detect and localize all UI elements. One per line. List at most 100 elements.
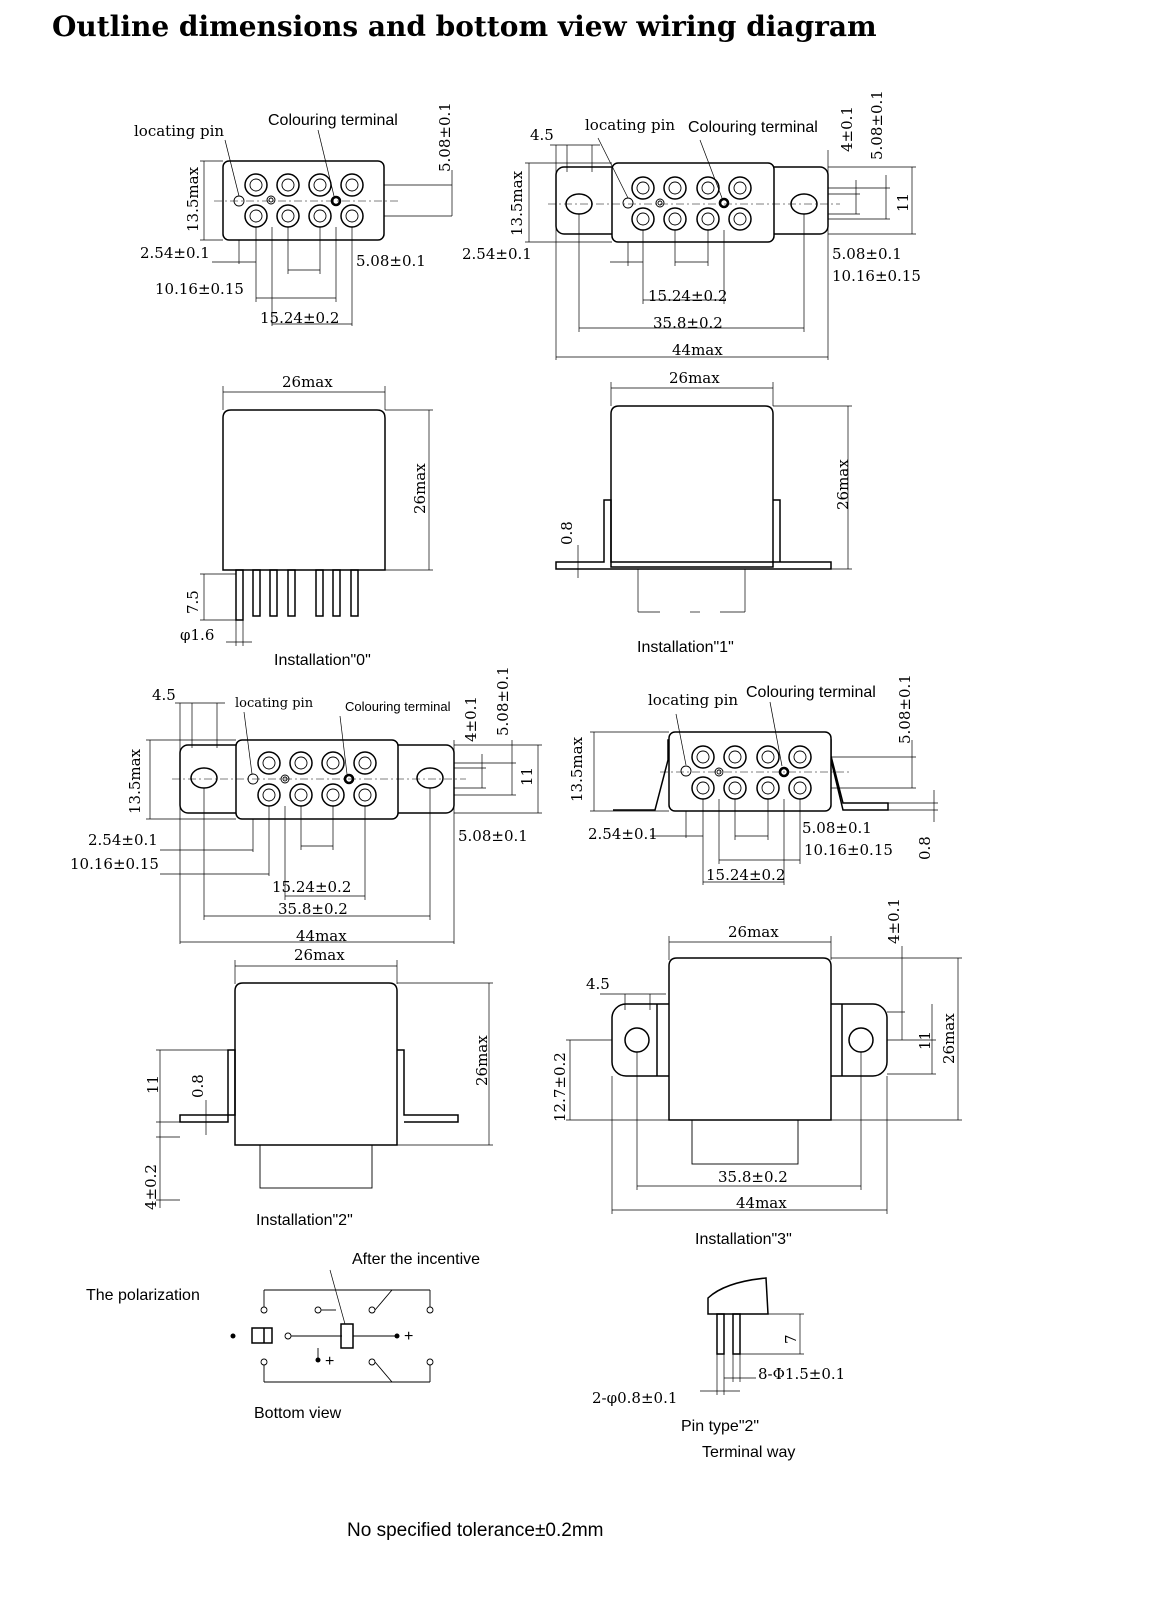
dimension-label: φ1.6	[180, 626, 214, 644]
bottom-view-installation-2	[146, 702, 542, 944]
base-outline	[611, 162, 775, 243]
dimension-label: 15.24±0.2	[272, 878, 351, 896]
dimension-label: 26max	[473, 1035, 491, 1086]
mounting-bracket	[179, 1049, 459, 1123]
dimension-label: 2.54±0.1	[140, 244, 210, 262]
dimension-label: 15.24±0.2	[260, 309, 339, 327]
pins	[235, 569, 359, 621]
dimension-label: 5.08±0.1	[436, 102, 454, 172]
dimension-label: 11	[916, 1031, 934, 1050]
label-polarization: The polarization	[86, 1287, 200, 1304]
dimension-label: 10.16±0.15	[155, 280, 244, 298]
label-colouring-terminal: Colouring terminal	[345, 699, 451, 714]
tolerance-note: No specified tolerance±0.2mm	[347, 1520, 604, 1541]
label-locating-pin: locating pin	[235, 696, 314, 711]
locating-pin	[680, 765, 692, 777]
dimension-label: 2.54±0.1	[588, 825, 658, 843]
dimension-label: 4±0.1	[838, 106, 856, 152]
dimension-label: 5.08±0.1	[356, 252, 426, 270]
dimension-label: 0.8	[558, 521, 576, 545]
base-outline	[668, 731, 832, 812]
terminal-pins	[244, 173, 364, 228]
label-installation-0: Installation"0"	[274, 652, 371, 669]
relay-body	[610, 405, 774, 568]
armature	[340, 1323, 354, 1349]
dimension-label: 26max	[834, 459, 852, 510]
page-title: Outline dimensions and bottom view wirin…	[52, 10, 877, 43]
side-view-installation-1	[555, 382, 852, 613]
dimension-label: 5.08±0.1	[458, 827, 528, 845]
dimension-label: 35.8±0.2	[278, 900, 348, 918]
bottom-view-installation-3	[590, 701, 938, 885]
label-installation-3: Installation"3"	[695, 1231, 792, 1248]
dimension-label: 2.54±0.1	[462, 245, 532, 263]
dimension-label: 4.5	[586, 975, 610, 993]
label-locating-pin: locating pin	[585, 116, 675, 134]
dimension-label: 4.5	[152, 686, 176, 704]
label-installation-2: Installation"2"	[256, 1212, 353, 1229]
label-installation-1: Installation"1"	[637, 639, 734, 656]
labels: locating pin Colouring terminal locating…	[70, 90, 958, 1541]
dimension-label: 26max	[669, 369, 720, 387]
relay-body	[668, 957, 832, 1121]
dimension-label: 13.5max	[126, 748, 144, 814]
dimension-label: 26max	[728, 923, 779, 941]
label-locating-pin: locating pin	[134, 122, 224, 140]
dimension-label: 4±0.1	[885, 898, 903, 944]
label-locating-pin: locating pin	[648, 691, 738, 709]
dimension-label: 5.08±0.1	[832, 245, 902, 263]
side-view-installation-2	[156, 960, 493, 1208]
colouring-terminal	[718, 197, 730, 209]
dimension-label: 26max	[294, 946, 345, 964]
dimension-label: 4±0.1	[462, 696, 480, 742]
base-outline	[235, 739, 399, 820]
dimension-label: 7	[782, 1334, 800, 1344]
dimension-label: 44max	[296, 927, 347, 945]
bottom-view-installation-1	[525, 137, 916, 360]
bottom-view-installation-0	[200, 129, 453, 326]
dimension-label: 7.5	[184, 590, 202, 614]
dimension-label: 5.08±0.1	[494, 666, 512, 736]
label-pin-type: Pin type"2"	[681, 1418, 759, 1435]
dimension-label: 15.24±0.2	[706, 866, 785, 884]
wiring-diagram	[230, 1269, 434, 1383]
dimension-label: 5.08±0.1	[896, 674, 914, 744]
mounting-bracket	[555, 499, 832, 570]
dimension-label: 13.5max	[508, 170, 526, 236]
pin-block	[691, 1119, 799, 1165]
pin-block	[259, 1144, 373, 1189]
relay-body	[234, 982, 398, 1146]
top-view-installation-3	[566, 936, 962, 1214]
dimension-label: 10.16±0.15	[70, 855, 159, 873]
pin-header	[707, 1277, 769, 1315]
dimension-label: 26max	[282, 373, 333, 391]
label-colouring-terminal: Colouring terminal	[746, 684, 876, 701]
dimension-label: 35.8±0.2	[718, 1168, 788, 1186]
dimension-label: 13.5max	[568, 736, 586, 802]
relay-body	[222, 409, 386, 571]
label-terminal-way: Terminal way	[702, 1444, 795, 1461]
label-after-incentive: After the incentive	[352, 1251, 480, 1268]
dimension-label: 35.8±0.2	[653, 314, 723, 332]
side-view-installation-0	[200, 386, 433, 646]
dimension-label: 0.8	[916, 836, 934, 860]
dimension-label: 10.16±0.15	[832, 267, 921, 285]
label-bottom-view: Bottom view	[254, 1405, 342, 1422]
dimension-label: 13.5max	[184, 166, 202, 232]
dimension-label: 11	[894, 193, 912, 212]
dimension-label: 8-Φ1.5±0.1	[758, 1365, 845, 1383]
dimension-label: 11	[144, 1075, 162, 1094]
base-outline	[222, 160, 385, 241]
plus-sign: +	[404, 1328, 413, 1345]
dimension-label: 10.16±0.15	[804, 841, 893, 859]
dimension-label: 5.08±0.1	[868, 90, 886, 160]
dimension-label: 2-φ0.8±0.1	[592, 1389, 677, 1407]
dimension-label: 44max	[672, 341, 723, 359]
dimension-label: 0.8	[189, 1074, 207, 1098]
dimension-label: 4±0.2	[142, 1164, 160, 1210]
dimension-label: 5.08±0.1	[802, 819, 872, 837]
dimension-label: 12.7±0.2	[551, 1052, 569, 1122]
dimension-label: 2.54±0.1	[88, 831, 158, 849]
polarization-block	[251, 1327, 273, 1344]
